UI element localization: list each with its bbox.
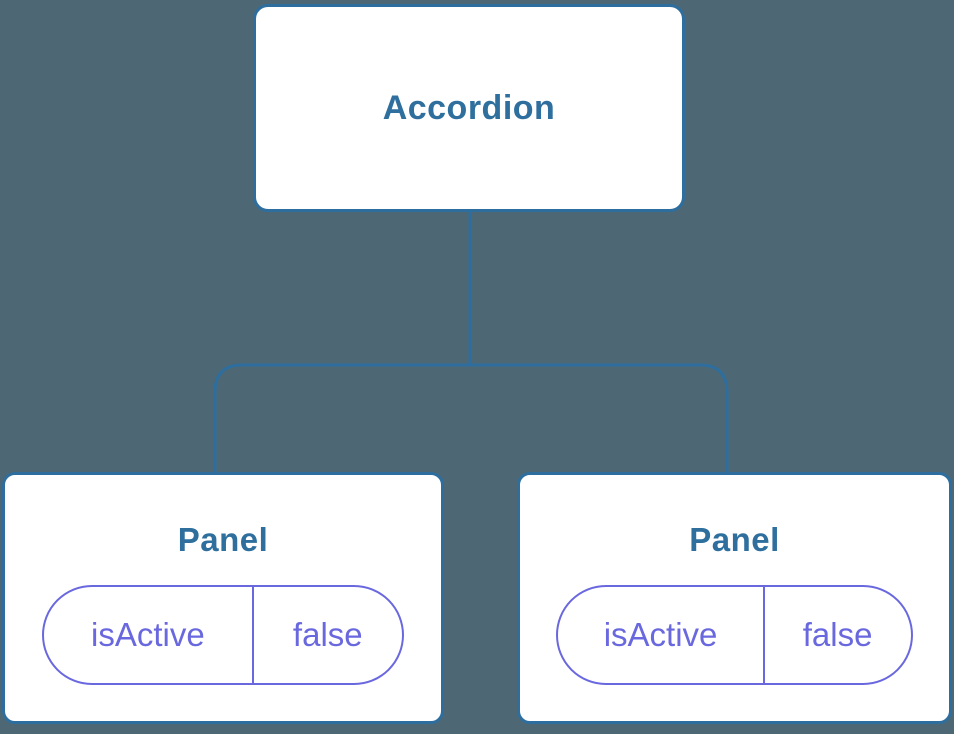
state-key-cell: isActive bbox=[44, 587, 254, 683]
state-value-cell: false bbox=[292, 616, 363, 653]
node-panel-1: Panel isActive false bbox=[2, 472, 444, 724]
state-pill: isActive false bbox=[42, 585, 404, 685]
state-key-cell: isActive bbox=[558, 587, 765, 683]
node-panel-2: Panel isActive false bbox=[517, 472, 952, 724]
state-value-cell: false bbox=[802, 616, 873, 653]
state-pill: isActive false bbox=[556, 585, 913, 685]
node-panel-2-label: Panel bbox=[689, 521, 780, 558]
children-bracket-line bbox=[213, 363, 729, 473]
node-panel-1-label: Panel bbox=[177, 521, 269, 558]
node-accordion: Accordion bbox=[253, 4, 685, 212]
node-accordion-label: Accordion bbox=[382, 88, 556, 127]
